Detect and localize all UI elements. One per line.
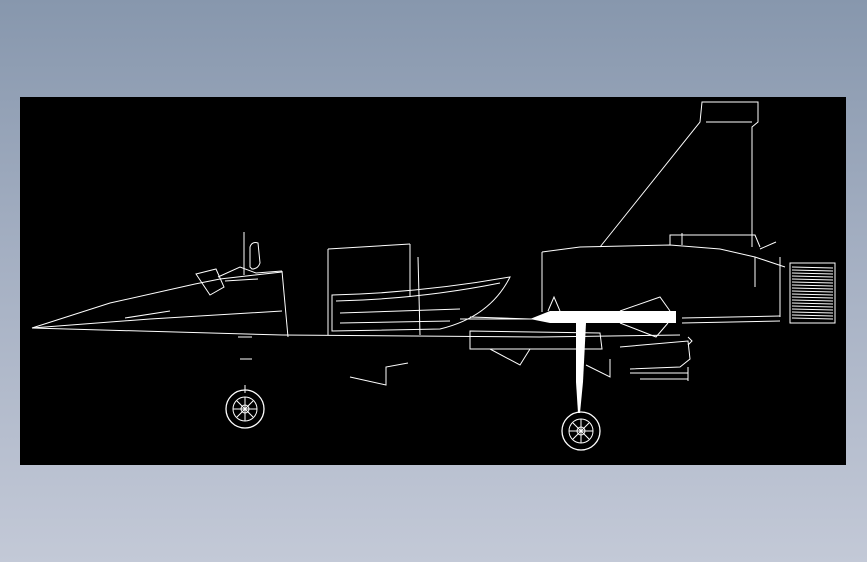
- nozzle-hatch-line: [791, 293, 834, 296]
- cad-drawing-canvas: [20, 97, 846, 465]
- cockpit: [195, 232, 289, 338]
- nose-section: [31, 271, 283, 336]
- ventral-details: [238, 330, 693, 386]
- nozzle-hatch-line: [791, 287, 834, 290]
- nozzle-hatch-line: [791, 281, 834, 284]
- nozzle-hatch-line: [791, 296, 834, 299]
- nozzle-hatch-line: [791, 314, 834, 317]
- air-intake: [327, 243, 511, 336]
- nozzle-hatch-line: [791, 284, 834, 287]
- nozzle-hatch-line: [791, 290, 834, 293]
- nozzle-hatch-line: [791, 269, 834, 272]
- aircraft-side-view: [31, 101, 836, 451]
- nozzle-hatch-line: [791, 311, 834, 314]
- nozzle-hatch-line: [791, 299, 834, 302]
- vertical-tail: [599, 101, 759, 248]
- engine-nozzle: [789, 262, 836, 324]
- nozzle-hatch-line: [791, 302, 834, 305]
- nozzle-hatch-line: [791, 317, 834, 320]
- nose-landing-gear: [225, 385, 265, 429]
- nozzle-hatch-line: [791, 272, 834, 275]
- nozzle-hatch-line: [791, 278, 834, 281]
- nozzle-hatch-line: [791, 308, 834, 311]
- nozzle-hatch-line: [791, 305, 834, 308]
- main-landing-gear: [561, 323, 601, 451]
- missile: [469, 295, 676, 338]
- nozzle-hatch-line: [791, 266, 834, 269]
- rear-fuselage: [541, 233, 786, 317]
- nozzle-hatch-line: [791, 275, 834, 278]
